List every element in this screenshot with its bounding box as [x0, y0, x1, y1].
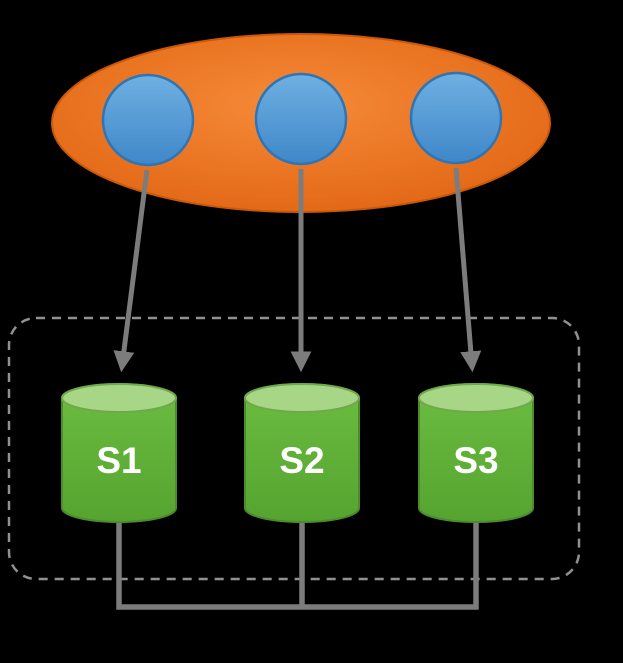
server-label-s3: S3	[453, 440, 498, 481]
server-label-s2: S2	[279, 440, 324, 481]
server-cylinder-s1: S1	[61, 383, 177, 523]
cylinder-top	[61, 383, 177, 413]
server-cylinder-s2: S2	[244, 383, 360, 523]
server-label-s1: S1	[96, 440, 141, 481]
server-group-boundary	[7, 316, 581, 581]
server-cylinder-s3: S3	[418, 383, 534, 523]
arrow-client3-to-s3	[453, 167, 482, 373]
client-node-1	[101, 73, 195, 167]
arrow-client1-to-s1	[113, 169, 150, 373]
client-node-3	[409, 71, 503, 165]
cylinder-top	[418, 383, 534, 413]
cylinder-top	[244, 383, 360, 413]
client-node-2	[254, 72, 348, 166]
